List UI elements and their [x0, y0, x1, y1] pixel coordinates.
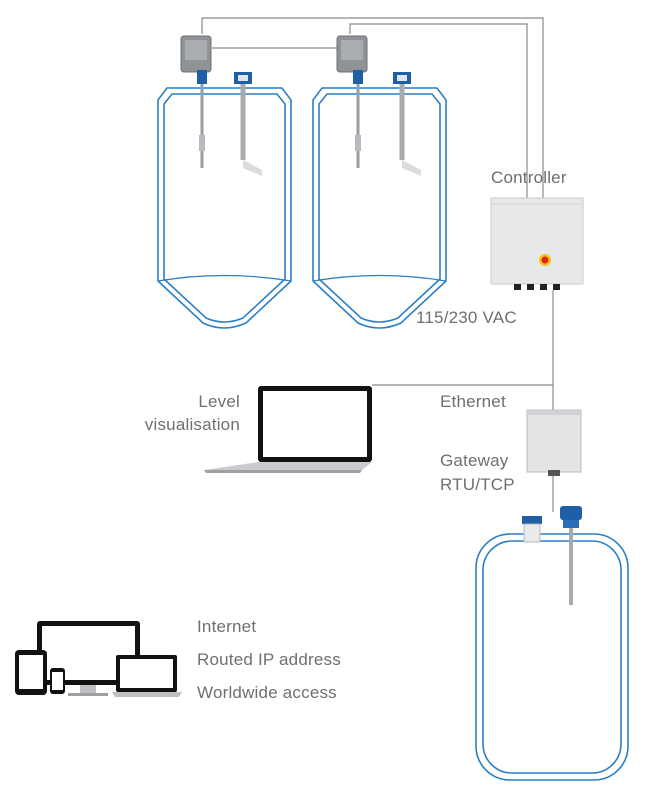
ethernet-label: Ethernet	[440, 392, 506, 411]
tank-sensor-icon	[560, 506, 582, 605]
gateway-protocol-label: RTU/TCP	[440, 475, 515, 494]
controller-label: Controller	[491, 168, 567, 187]
gateway-box-icon	[526, 409, 582, 476]
level-visualisation-label: Level	[198, 392, 240, 411]
internet-label: Internet	[197, 617, 257, 636]
laptop-icon	[204, 386, 372, 473]
level-sensor-icon	[336, 35, 368, 168]
silo-left	[157, 87, 292, 329]
level-probe-icon	[234, 72, 262, 176]
worldwide-access-label: Worldwide access	[197, 683, 337, 702]
level-sensor-icon	[180, 35, 212, 168]
gateway-label: Gateway	[440, 451, 509, 470]
bus-wire-second	[349, 23, 528, 198]
power-label: 115/230 VAC	[416, 308, 517, 327]
silo-right	[312, 87, 447, 329]
routed-ip-label: Routed IP address	[197, 650, 341, 669]
bus-wire-top	[201, 17, 544, 198]
wiring	[201, 17, 554, 512]
ibc-tank	[475, 533, 629, 781]
level-visualisation-label-2: visualisation	[144, 415, 240, 434]
level-probe-icon	[393, 72, 421, 176]
tank-sensor-small-icon	[522, 516, 542, 543]
multi-device-icon	[15, 621, 182, 697]
controller-cabinet-icon	[490, 197, 584, 290]
